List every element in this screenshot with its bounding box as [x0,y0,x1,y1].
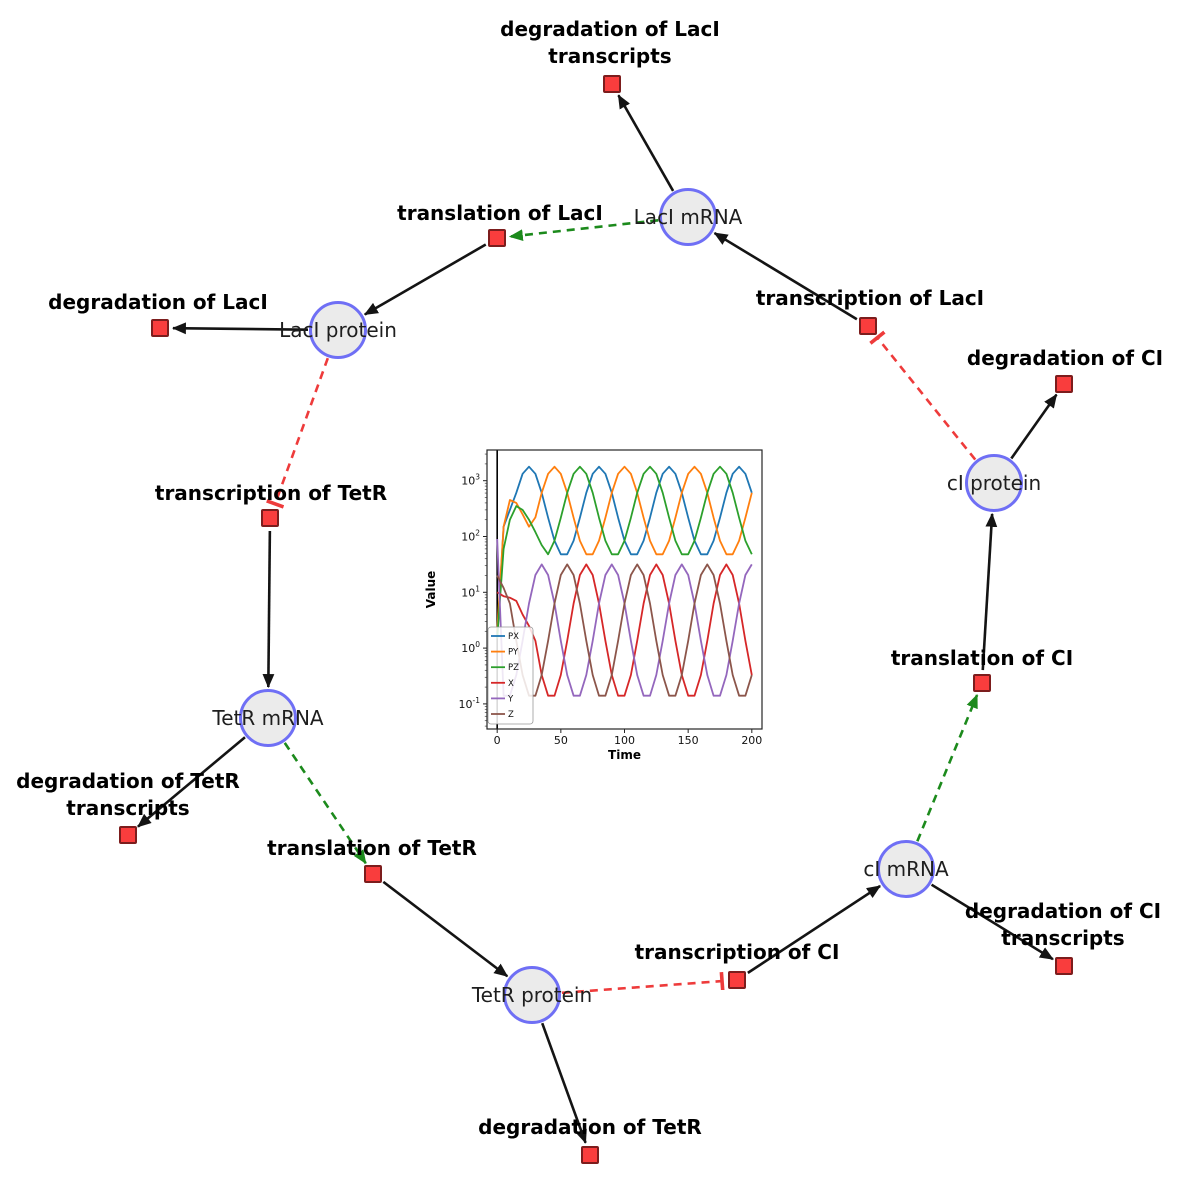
y-tick-label: 100 [461,640,480,655]
edge-tetr-mrna-to-translation-tetr [283,742,367,865]
plot-frame [486,449,763,730]
reaction-node-deg-laci-transcripts[interactable] [603,75,621,93]
x-tick-label: 50 [554,734,568,747]
edge-tetr-mrna-to-deg-tetr-transcripts [137,736,246,828]
chart-legend: PX PY PZ XYZ [487,626,534,725]
legend-entry-PY: PY [508,648,519,658]
y-tick-label: 103 [461,473,480,488]
series-Z [496,563,753,697]
x-tick-label: 0 [494,734,501,747]
y-tick-label: 102 [461,528,480,543]
edge-laci-mrna-to-deg-laci-transcripts [617,94,675,192]
species-node-tetr-protein[interactable] [503,966,561,1024]
series-PY [496,465,753,632]
edge-ci-mrna-to-translation-ci [916,694,979,842]
edge-translation-laci-to-laci-protein [363,243,487,316]
edge-tetr-protein-to-transcription-ci [561,971,725,995]
legend-entry-PZ: PZ [508,663,519,673]
y-tick-label: 10-1 [459,696,481,711]
edge-ci-mrna-to-deg-ci-transcripts [930,883,1054,961]
x-tick-label: 100 [614,734,635,747]
species-node-ci-protein[interactable] [965,454,1023,512]
series-PZ [496,465,753,639]
reaction-node-deg-tetr[interactable] [581,1146,599,1164]
species-node-laci-protein[interactable] [309,301,367,359]
edge-laci-protein-to-transcription-tetr [266,357,330,509]
legend-entry-Y: Y [507,694,514,704]
reaction-node-deg-ci-transcripts[interactable] [1055,957,1073,975]
species-node-laci-mrna[interactable] [659,188,717,246]
x-axis-label: Time [608,748,641,762]
reaction-node-translation-laci[interactable] [488,229,506,247]
reaction-node-deg-ci[interactable] [1055,375,1073,393]
species-node-tetr-mrna[interactable] [239,689,297,747]
legend-entry-PX: PX [508,632,519,642]
series-X [496,563,753,697]
edge-ci-protein-to-deg-ci [1010,393,1058,460]
edge-transcription-ci-to-ci-mrna [747,884,881,974]
legend-entry-X: X [508,679,514,689]
reaction-node-transcription-ci[interactable] [728,971,746,989]
reaction-node-translation-tetr[interactable] [364,865,382,883]
series-Y [496,538,753,697]
legend-entry-Z: Z [508,710,514,720]
edge-translation-tetr-to-tetr-protein [382,880,509,978]
reaction-node-translation-ci[interactable] [973,674,991,692]
series-PX [496,465,753,639]
y-axis-label: Value [424,571,438,609]
reaction-node-deg-laci[interactable] [151,319,169,337]
edge-laci-mrna-to-translation-laci [508,218,659,242]
edge-laci-protein-to-deg-laci [171,322,309,335]
species-node-ci-mrna[interactable] [877,840,935,898]
edge-transcription-laci-to-laci-mrna [713,231,858,321]
edge-translation-ci-to-ci-protein [981,512,998,671]
x-tick-label: 200 [741,734,762,747]
edge-transcription-tetr-to-tetr-mrna [262,530,275,689]
reaction-node-transcription-tetr[interactable] [261,509,279,527]
edge-ci-protein-to-transcription-laci [869,330,977,461]
reaction-node-deg-tetr-transcripts[interactable] [119,826,137,844]
edge-tetr-protein-to-deg-tetr [541,1022,587,1144]
reaction-node-transcription-laci[interactable] [859,317,877,335]
y-tick-label: 101 [461,584,480,599]
x-tick-label: 150 [678,734,699,747]
